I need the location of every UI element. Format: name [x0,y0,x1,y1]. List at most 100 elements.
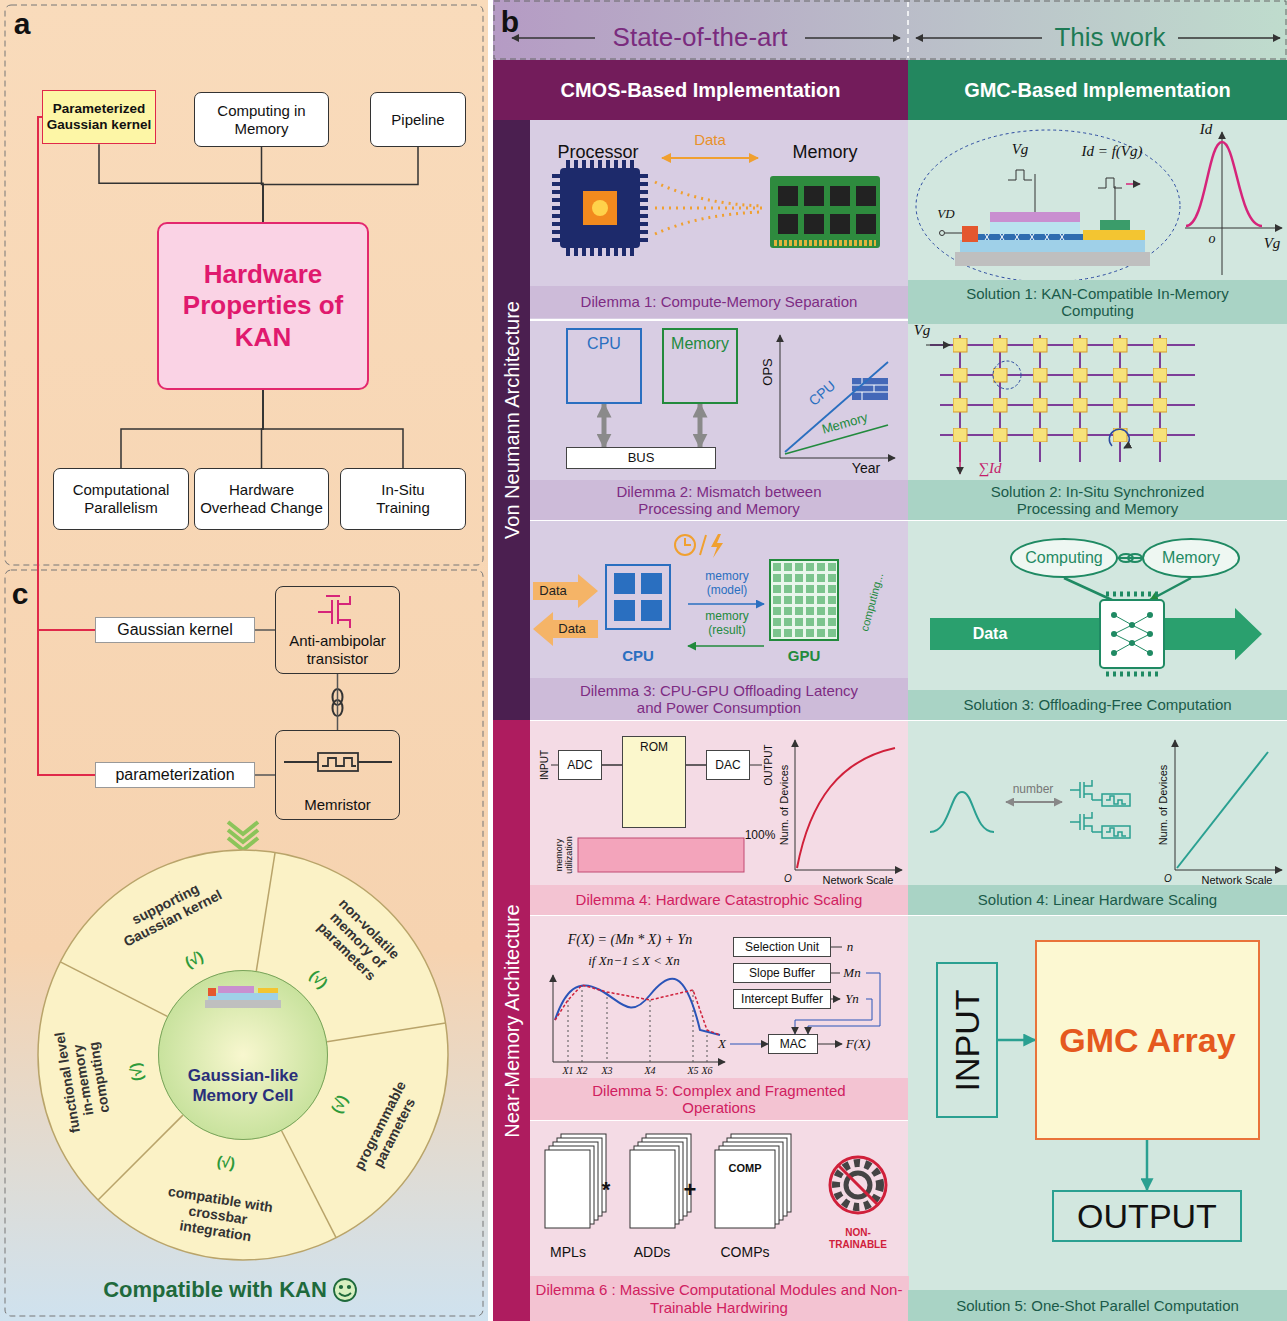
linear-scaling-figure [930,792,994,832]
gaussian-plot [1222,132,1223,275]
signal-name: X [718,1037,726,1052]
node-text: CPU [587,334,621,353]
memory-module [770,176,880,248]
data-flow [655,158,762,234]
column-header: GMC-Based Implementation [908,60,1287,120]
piecewise-plot [553,975,554,1062]
node-text: Parameterized Gaussian kernel [43,101,155,133]
non-trainable-gear [830,1157,886,1213]
warning-label: NON-TRAINABLE [826,1227,890,1250]
gaussian-plot [1185,132,1282,275]
bar-label: memory utilization [554,830,575,880]
node-text: Selection Unit [745,940,819,954]
device-cross-section [1098,178,1122,188]
module-stacks [715,1150,775,1228]
offloading-icons [688,645,764,647]
flow-label: memory (model) [692,570,762,598]
node-text: CMOS-Based Implementation [560,78,840,102]
memory-cell-circle: Gaussian-like Memory Cell [158,970,328,1140]
memory-box: Memory [662,328,738,404]
connector [1146,1140,1149,1190]
feature-ring [218,986,254,993]
processor-icon [583,191,617,225]
signal-name: Mn [843,966,860,981]
connector [255,774,275,776]
device-cross-section [916,130,1180,282]
dilemma-band: Dilemma 6 : Massive Computational Module… [529,1276,909,1321]
offloading-icons [641,573,662,594]
panel-background [5,570,483,1316]
axis-tick: X1 [562,1065,573,1077]
ellipse-node: Computing [1010,538,1118,578]
check-mark: (√) [327,1092,351,1116]
offloading-icons [614,600,635,621]
feature-ring [208,993,278,1000]
axis-label: OPS [761,358,776,385]
connector [998,1039,1035,1042]
node-text: Memory [1162,548,1220,567]
operator-symbol: * [602,1177,611,1202]
node-text: Solution 4: Linear Hardware Scaling [978,891,1217,908]
axis-tick: X3 [601,1065,612,1077]
in-memory-chip [1147,631,1153,637]
piecewise-plot [730,1044,768,1045]
offloading-icons [772,562,838,639]
processor-icon [560,168,640,248]
linear-scaling-figure [1070,812,1130,838]
connector [686,764,706,766]
smiley [340,1286,342,1288]
node-text: Computing [1025,548,1102,567]
module-label: ADDs [634,1244,671,1260]
node-text: Near-Memory Architecture [500,904,524,1137]
in-memory-chip [1111,631,1117,637]
memory-module [770,176,880,248]
gaussian-plot [1186,142,1262,226]
io-box: INPUT [936,962,998,1118]
node-text: Gaussian-like Memory Cell [173,1066,313,1107]
node-text: Von Neumann Architecture [500,301,524,539]
dilemma-band: Dilemma 3: CPU-GPU Offloading Latency an… [530,678,908,720]
flow-label: Data [973,625,1008,643]
signal-name: Vg [1012,141,1029,158]
connector [602,404,607,447]
node-text: Dilemma 5: Complex and Fragmented Operat… [564,1082,874,1117]
feature-ring [208,988,216,996]
linear-scaling-figure [1102,794,1130,806]
column-header: CMOS-Based Implementation [493,60,908,120]
connector [121,390,263,468]
flow-label: number [1013,783,1054,797]
lookup-table-figure [795,740,796,870]
transistor-symbol [318,596,350,628]
node-text: Memory [671,334,729,353]
converter-box: ADC [558,750,602,780]
lookup-table-figure [795,870,902,871]
lookup-table-figure [551,740,902,872]
linear-scaling-figure [1175,870,1282,871]
icon-label: Memory [792,142,857,163]
feature-ring [258,988,278,993]
device-cross-section [990,222,1080,234]
crossbar-array [926,335,1195,474]
feature-ring [327,1023,446,1042]
signal-name: VD [937,207,954,222]
ops-chart [780,458,895,459]
memristor-symbol [322,758,356,766]
property-box: Pipeline [370,92,466,147]
signal-name: F(X) [846,1037,871,1052]
node-text: Hardware Properties of KAN [168,259,358,353]
device-cross-section [945,174,1115,233]
flow-label: memory (result) [692,610,762,638]
connector [263,147,418,222]
node-text: In-Situ Training [353,481,453,517]
signal-name: Id = f(Vg) [1082,143,1143,160]
in-memory-chip [1064,578,1191,600]
node-text: Dilemma 3: CPU-GPU Offloading Latency an… [569,682,869,717]
in-memory-chip [1106,672,1158,677]
axis-tick: X4 [644,1065,655,1077]
device-cross-section [962,226,978,242]
status-label: computing... [858,571,886,632]
dilemma-band: Dilemma 2: Mismatch between Processing a… [530,480,908,521]
data-flow [662,157,758,159]
property-box: Hardware Overhead Change [194,468,329,530]
node-text: ROM [640,740,668,754]
